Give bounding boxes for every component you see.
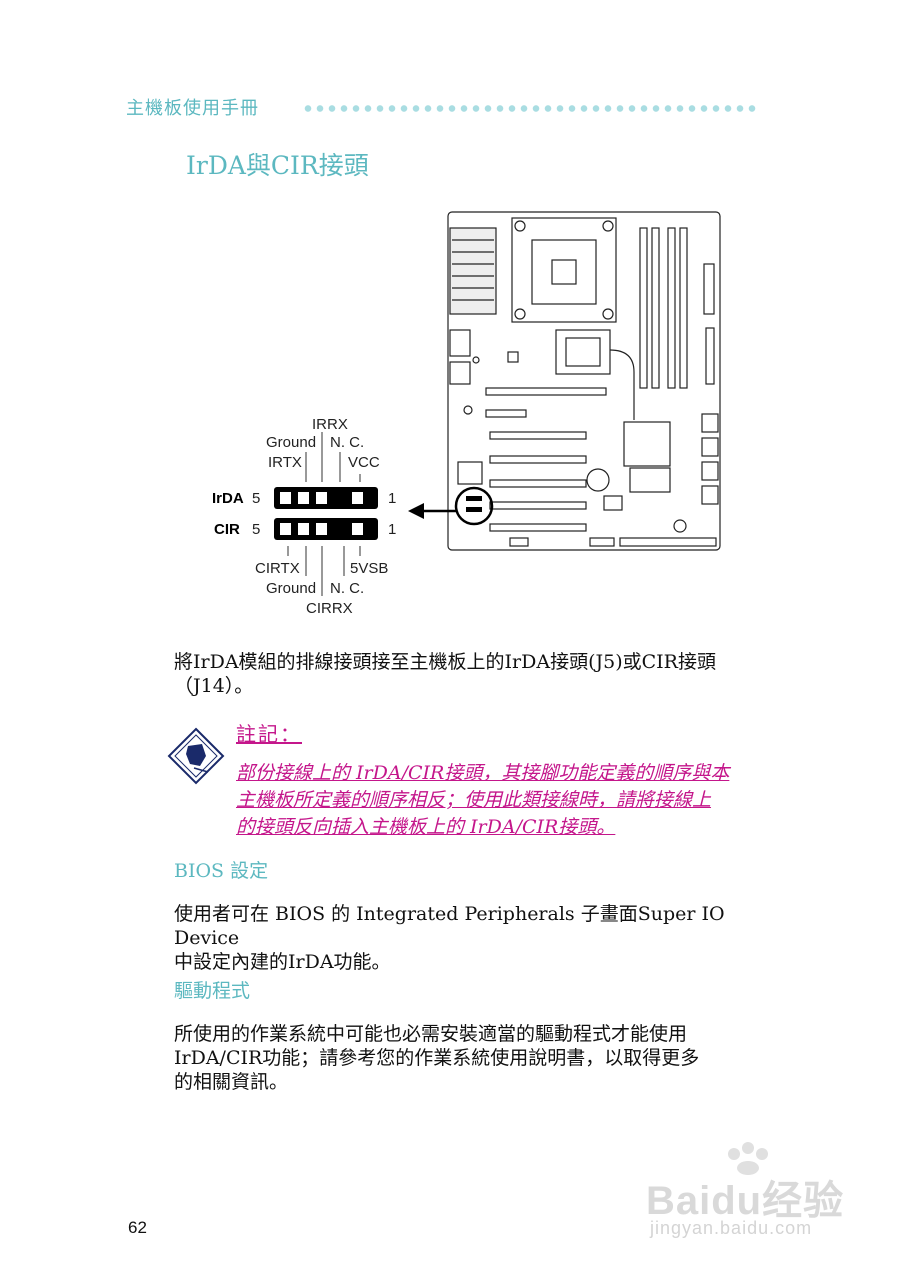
note-line1: 部份接線上的 IrDA/CIR接頭，其接腳功能定義的順序與本 xyxy=(236,762,730,784)
cir-header xyxy=(274,518,378,540)
irda-header xyxy=(274,487,378,509)
irda-pin5-label: 5 xyxy=(252,490,260,507)
note-heading: 註記： xyxy=(236,722,302,746)
connector-diagram: IRRX Ground N. C. IRTX VCC CIRTX 5VSB Gr… xyxy=(212,211,721,617)
bios-paragraph: 使用者可在 BIOS 的 Integrated Peripherals 子畫面S… xyxy=(174,902,764,974)
label-vcc: VCC xyxy=(348,454,380,471)
cir-pin1-label: 1 xyxy=(388,521,396,538)
label-cirrx: CIRRX xyxy=(306,600,353,617)
label-irtx: IRTX xyxy=(268,454,302,471)
section-title: IrDA與CIR接頭 xyxy=(186,151,369,180)
driver-line1: 所使用的作業系統中可能也必需安裝適當的驅動程式才能使用 xyxy=(174,1023,688,1045)
paw-icon xyxy=(728,1142,768,1175)
pointer-arrow xyxy=(408,503,456,519)
header-dot-rule xyxy=(302,104,760,113)
paragraph-connect: 將IrDA模組的排線接頭接至主機板上的IrDA接頭(J5)或CIR接頭 （J14… xyxy=(174,650,764,698)
label-5vsb: 5VSB xyxy=(350,560,388,577)
label-cir-ground: Ground xyxy=(266,580,316,597)
watermark-url: jingyan.baidu.com xyxy=(650,1218,813,1238)
bios-heading: BIOS 設定 xyxy=(174,860,269,882)
note-icon xyxy=(167,727,225,785)
paragraph-connect-line2: （J14）。 xyxy=(174,675,254,697)
label-irda-nc: N. C. xyxy=(330,434,364,451)
label-cir-nc: N. C. xyxy=(330,580,364,597)
row-label-cir: CIR xyxy=(214,521,240,538)
driver-line3: 的相關資訊。 xyxy=(174,1071,289,1093)
irda-pin1-label: 1 xyxy=(388,490,396,507)
note-line2: 主機板所定義的順序相反；使用此類接線時，請將接線上 xyxy=(236,789,712,811)
cir-pin5-label: 5 xyxy=(252,521,260,538)
note-line3: 的接頭反向插入主機板上的 IrDA/CIR接頭。 xyxy=(236,816,616,838)
label-cirtx: CIRTX xyxy=(255,560,300,577)
label-irda-ground: Ground xyxy=(266,434,316,451)
bios-line1: 使用者可在 BIOS 的 Integrated Peripherals 子畫面S… xyxy=(174,903,725,949)
row-label-irda: IrDA xyxy=(212,490,244,507)
driver-heading: 驅動程式 xyxy=(174,980,251,1002)
driver-paragraph: 所使用的作業系統中可能也必需安裝適當的驅動程式才能使用 IrDA/CIR功能；請… xyxy=(174,1022,764,1094)
highlight-circle xyxy=(454,486,494,526)
motherboard-illustration xyxy=(447,211,721,551)
label-irrx: IRRX xyxy=(312,416,348,433)
page-number: 62 xyxy=(128,1218,147,1237)
bios-line2: 中設定內建的IrDA功能。 xyxy=(174,951,391,973)
header-title: 主機板使用手冊 xyxy=(126,98,259,119)
driver-line2: IrDA/CIR功能；請參考您的作業系統使用說明書，以取得更多 xyxy=(174,1047,700,1069)
note-body: 部份接線上的 IrDA/CIR接頭，其接腳功能定義的順序與本 主機板所定義的順序… xyxy=(236,760,766,841)
watermark-logo: Baidu经验 xyxy=(646,1179,845,1223)
paragraph-connect-line1: 將IrDA模組的排線接頭接至主機板上的IrDA接頭(J5)或CIR接頭 xyxy=(174,651,716,673)
